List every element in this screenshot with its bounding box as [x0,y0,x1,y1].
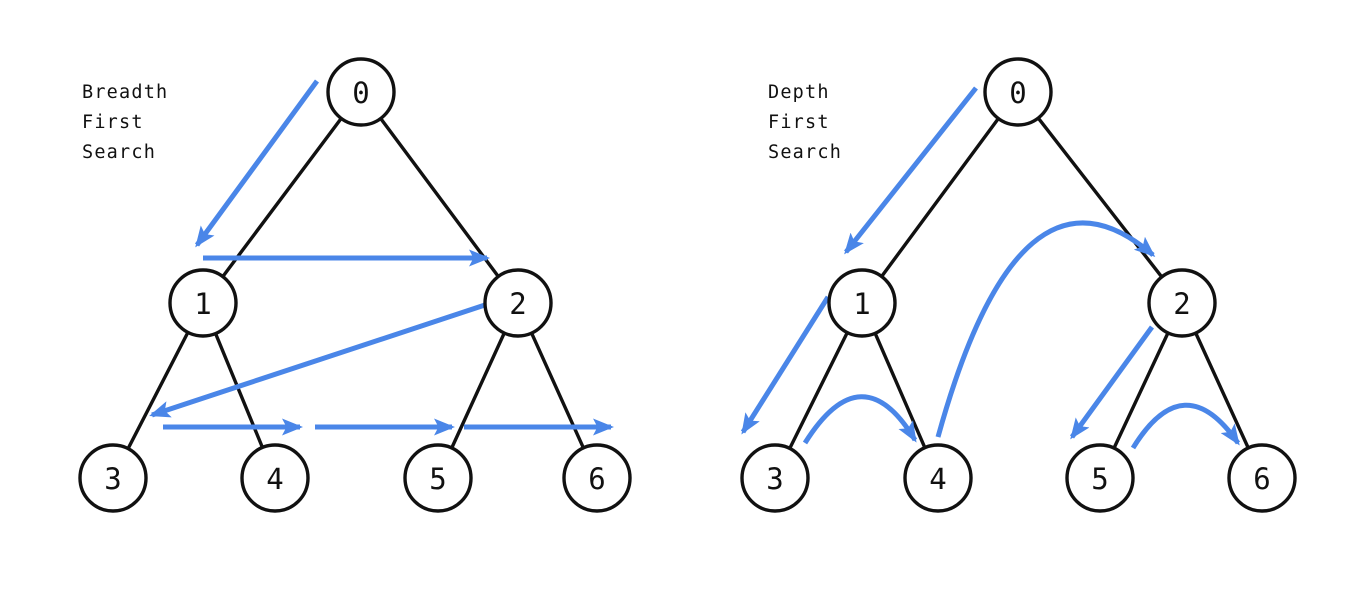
node-5[interactable]: 5 [403,443,473,513]
caption-line-1-dfs: Depth [768,82,830,103]
node-label-4: 4 [929,462,946,496]
node-label-0: 0 [1009,76,1026,110]
tree-edge-0-1 [879,116,1001,279]
tree-edge-2-6 [529,331,586,450]
node-circle-4 [903,443,973,513]
caption-line-2-dfs: First [768,112,830,133]
nodes-dfs: 0 1 2 3 4 5 6 [740,57,1297,513]
node-2[interactable]: 2 [483,268,553,338]
arrow-1-to-3 [740,295,831,435]
caption-line-2-bfs: First [82,112,144,133]
caption-line-3-dfs: Search [768,142,843,163]
node-circle-5 [403,443,473,513]
traversal-arrows-dfs [740,86,1241,450]
diagram-dfs: 0 1 2 3 4 5 6 [740,57,1297,513]
node-label-0: 0 [352,76,369,110]
node-4[interactable]: 4 [240,443,310,513]
node-3[interactable]: 3 [78,443,148,513]
tree-edge-1-3 [126,330,190,451]
node-circle-1 [168,268,238,338]
node-6[interactable]: 6 [562,443,632,513]
diagram-bfs: 0 1 2 3 4 5 6 [78,57,632,513]
node-circle-3 [78,443,148,513]
tree-edge-0-2 [378,116,501,279]
node-circle-0 [326,57,396,127]
tree-edge-1-4 [873,331,927,450]
arrow-5-to-6 [1130,402,1241,450]
node-2[interactable]: 2 [1147,268,1217,338]
node-label-3: 3 [766,462,783,496]
node-label-6: 6 [1253,462,1270,496]
arrow-3-to-4 [802,394,918,445]
node-4[interactable]: 4 [903,443,973,513]
arrow-0-to-1 [844,86,978,255]
node-label-4: 4 [266,462,283,496]
node-0[interactable]: 0 [983,57,1053,127]
arrow-2-to-5 [1069,325,1155,440]
node-circle-2 [1147,268,1217,338]
tree-edge-0-1 [221,116,343,279]
node-1[interactable]: 1 [827,268,897,338]
node-circle-6 [1227,443,1297,513]
tree-edge-0-2 [1036,116,1164,279]
node-label-5: 5 [429,462,446,496]
node-label-6: 6 [588,462,605,496]
caption-line-1-bfs: Breadth [82,82,169,103]
node-0[interactable]: 0 [326,57,396,127]
tree-edge-2-5 [1112,331,1170,450]
tree-edge-2-6 [1194,331,1250,450]
arrow-0-to-1 [194,79,320,248]
node-label-3: 3 [104,462,121,496]
node-circle-5 [1065,443,1135,513]
node-circle-4 [240,443,310,513]
arrow-4-to-2 [935,220,1156,438]
node-label-1: 1 [853,287,870,321]
arrow-2-to-3 [149,298,498,418]
node-circle-3 [740,443,810,513]
node-circle-0 [983,57,1053,127]
nodes-bfs: 0 1 2 3 4 5 6 [78,57,632,513]
node-label-2: 2 [509,287,526,321]
caption-line-3-bfs: Search [82,142,157,163]
node-1[interactable]: 1 [168,268,238,338]
node-label-1: 1 [194,287,211,321]
traversal-arrows-bfs [149,79,615,436]
node-3[interactable]: 3 [740,443,810,513]
node-label-5: 5 [1091,462,1108,496]
node-circle-2 [483,268,553,338]
tree-edges-bfs [126,116,586,451]
tree-edge-1-3 [787,330,850,451]
node-5[interactable]: 5 [1065,443,1135,513]
node-circle-6 [562,443,632,513]
node-circle-1 [827,268,897,338]
node-6[interactable]: 6 [1227,443,1297,513]
tree-edge-2-5 [450,331,506,450]
node-label-2: 2 [1173,287,1190,321]
